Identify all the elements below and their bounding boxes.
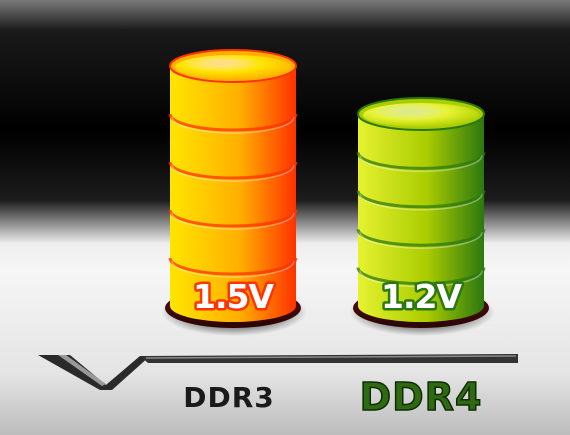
bar-ring-ddr4	[356, 228, 486, 247]
bar-ring-highlight-ddr3	[171, 164, 295, 182]
data-label-ddr3: 1.5V	[193, 277, 274, 316]
bar-ring-highlight-ddr3	[171, 212, 295, 230]
labels-layer: DDR3 DDR4	[183, 374, 483, 420]
bar-ring-ddr4	[356, 267, 486, 286]
bar-ring-highlight-ddr4	[359, 270, 483, 288]
bar-ring-highlight-ddr4	[359, 155, 483, 173]
bar-top-ddr3	[175, 55, 291, 79]
bar-ring-ddr3	[168, 113, 298, 132]
bars-layer: 1.5V 1.2V	[161, 49, 495, 336]
data-label-ddr4: 1.2V	[381, 277, 462, 316]
bar-ring-highlight-ddr3	[171, 116, 295, 134]
bar-ring-ddr4	[356, 152, 486, 170]
baseline-line	[38, 354, 518, 390]
bar-ddr4: 1.2V	[349, 97, 495, 336]
bar-ring-ddr3	[168, 161, 298, 180]
bar-ring-highlight-ddr4	[359, 232, 483, 249]
bar-ring-ddr3	[168, 209, 298, 228]
bar-ring-highlight-ddr3	[171, 260, 295, 278]
bar-body-ddr3	[170, 66, 296, 322]
bar-ddr3: 1.5V	[161, 49, 307, 336]
bar-top-ddr4	[363, 103, 479, 127]
category-label-ddr3: DDR3	[183, 381, 275, 414]
bar-ring-ddr3	[168, 257, 298, 276]
category-label-ddr4: DDR4	[360, 375, 483, 419]
bar-ring-ddr4	[356, 190, 486, 209]
bar-ring-highlight-ddr4	[359, 193, 483, 211]
